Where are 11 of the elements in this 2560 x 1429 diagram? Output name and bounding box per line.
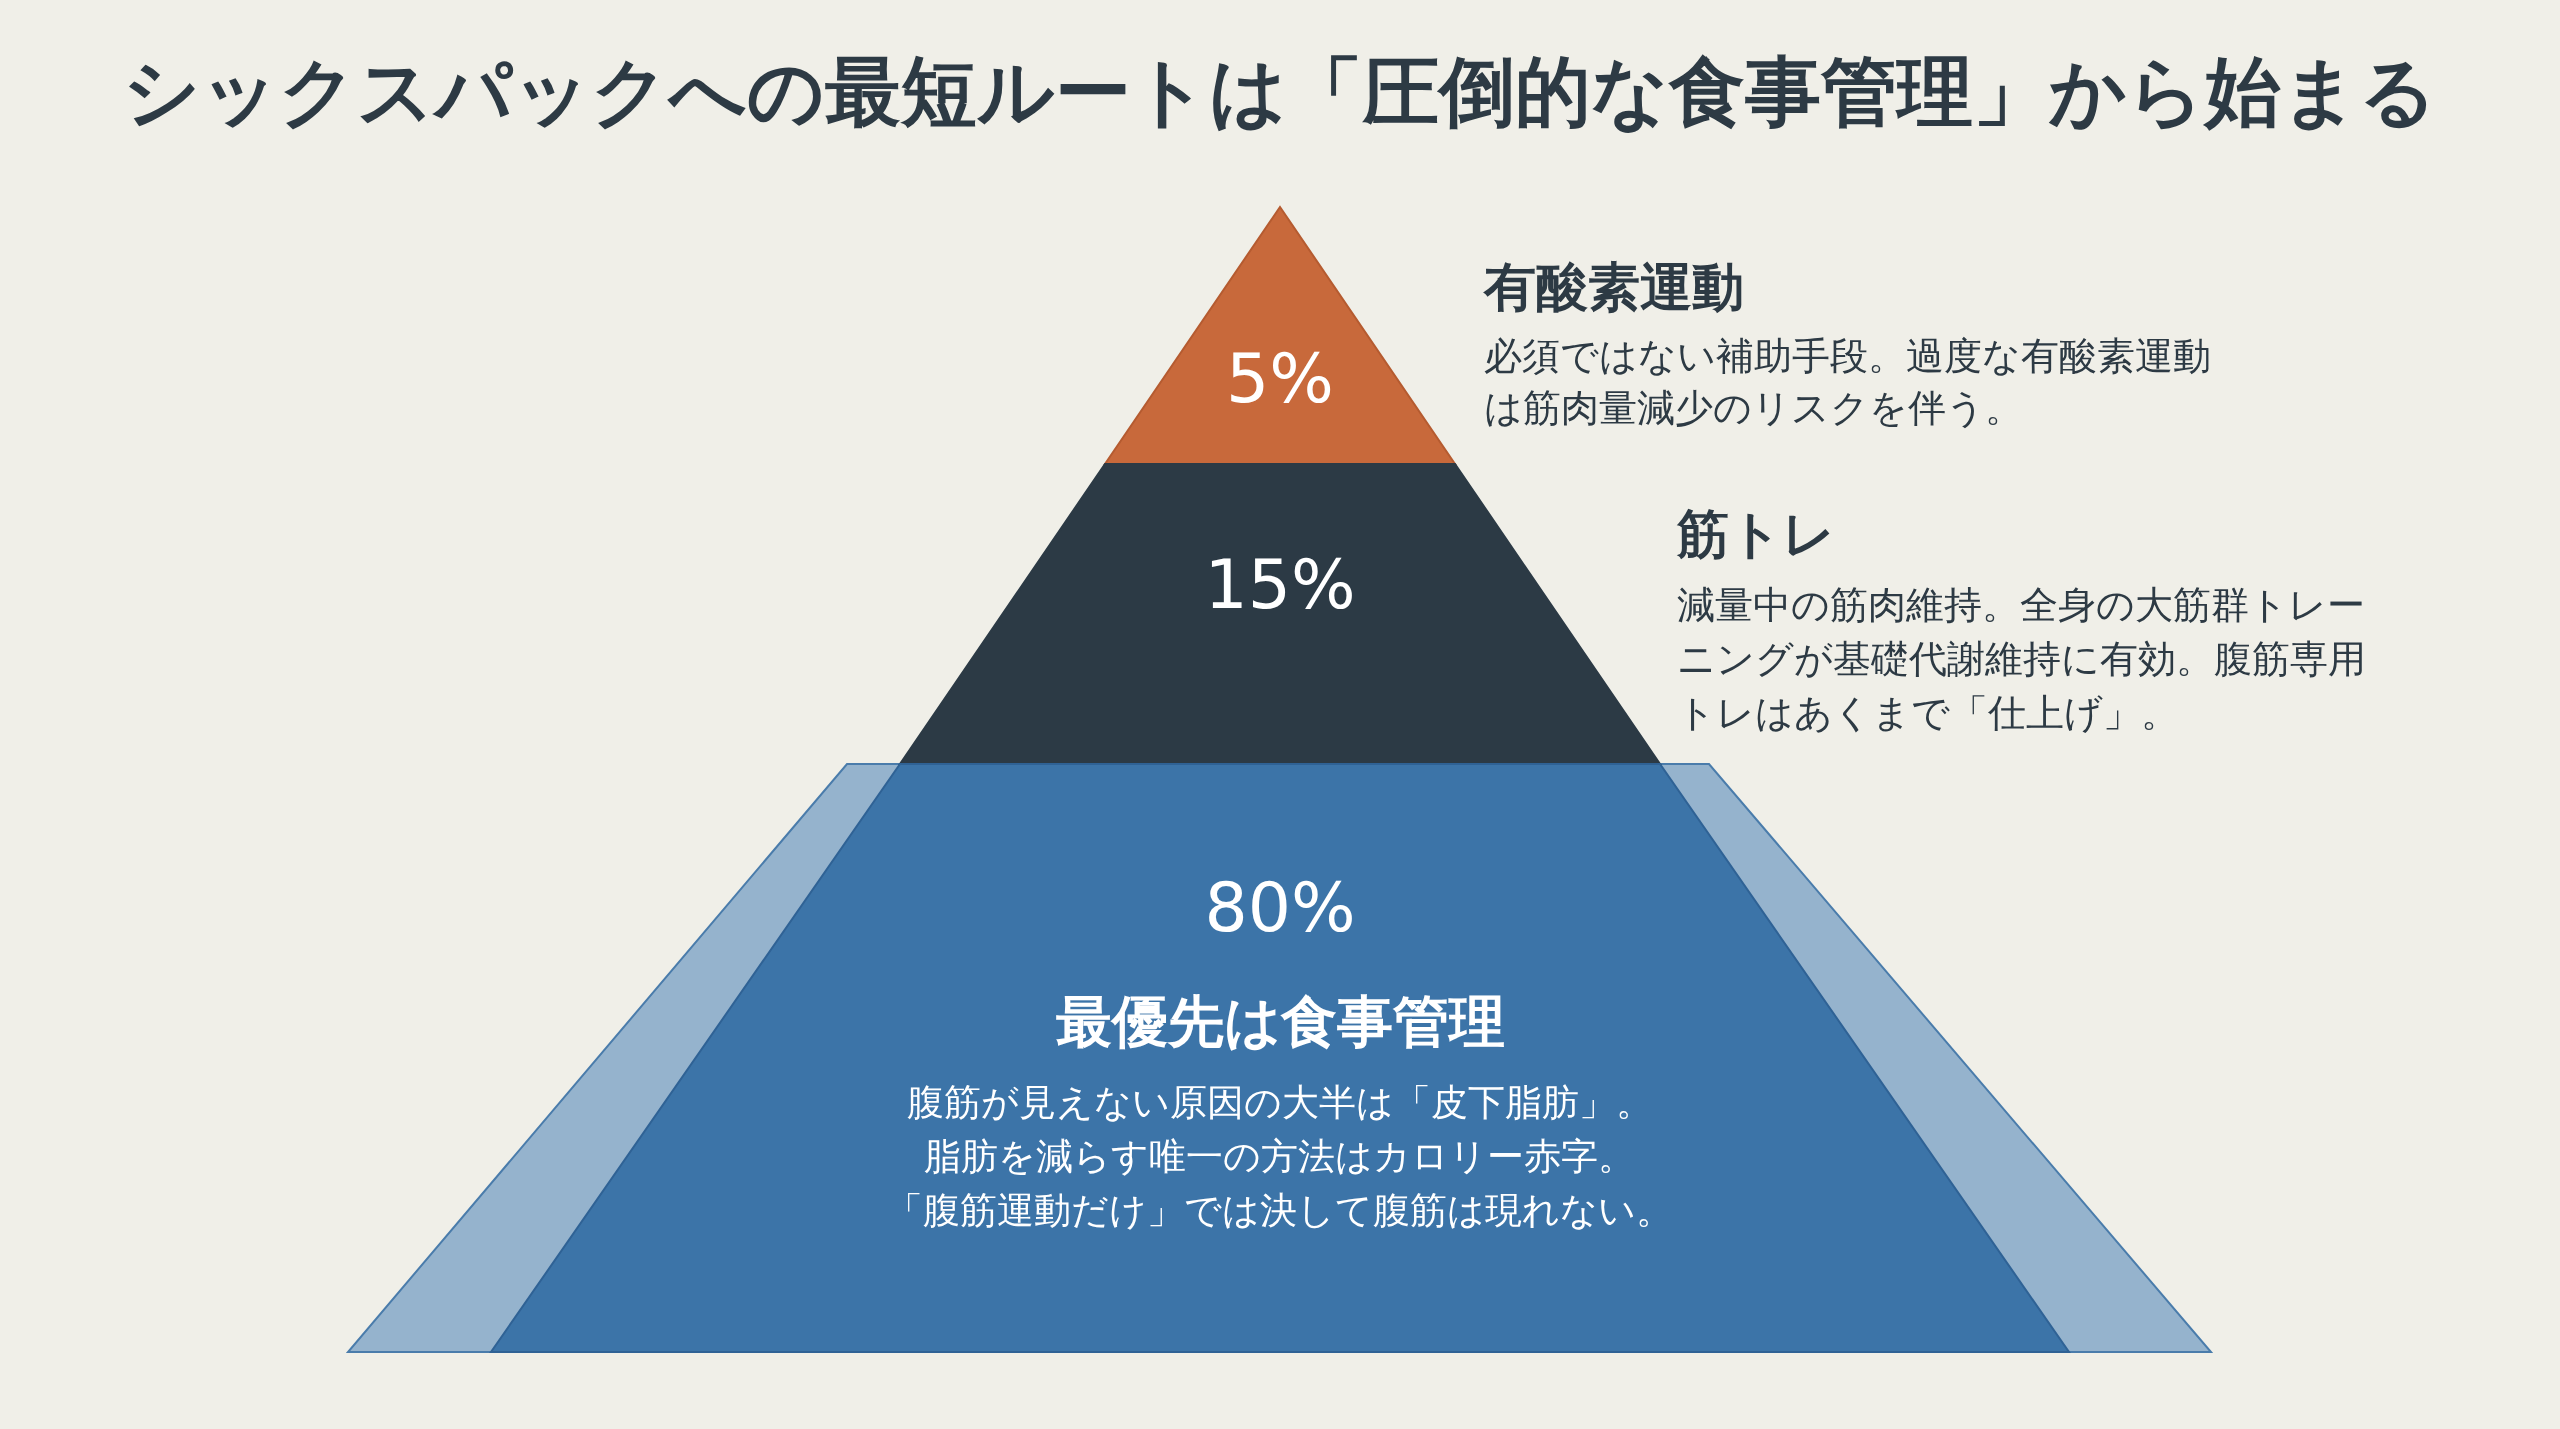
side-description: 必須ではない補助手段。過度な有酸素運動は筋肉量減少のリスクを伴う。 — [1484, 333, 2212, 432]
tier-heading: 最優先は食事管理 — [1055, 990, 1505, 1054]
side-heading: 筋トレ — [1677, 503, 1835, 565]
side-heading: 有酸素運動 — [1484, 256, 1744, 318]
pyramid-tier — [491, 764, 2069, 1352]
percentage-label: 15% — [1204, 551, 1356, 619]
tier-description: 腹筋が見えない原因の大半は「皮下脂肪」。脂肪を減らす唯一の方法はカロリー赤字。「腹筋運動だけ」では決して腹筋は現れない。 — [885, 1080, 1675, 1234]
page-title: シックスパックへの最短ルートは「圧倒的な食事管理」から始まる — [123, 46, 2437, 138]
side-description: 減量中の筋肉維持。全身の大筋群トレーニングが基礎代謝維持に有効。腹筋専用トレはあくまで「仕上げ」。 — [1677, 582, 2367, 737]
percentage-label: 80% — [1204, 874, 1356, 942]
percentage-label: 5% — [1226, 345, 1334, 413]
